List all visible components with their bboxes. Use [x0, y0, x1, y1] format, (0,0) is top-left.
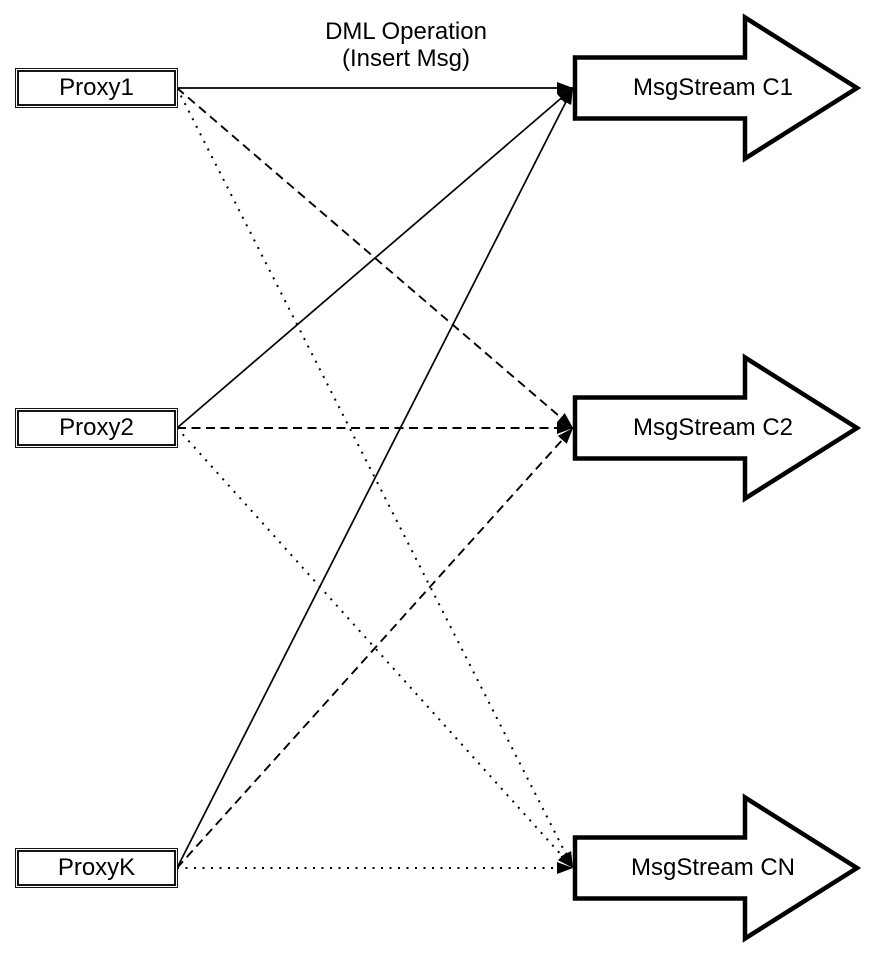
node-msgstream-c2-arrow-shape: [572, 353, 862, 503]
node-proxy2-inner-border: Proxy2: [17, 410, 176, 446]
edge-proxy2-to-cn: [176, 427, 574, 869]
node-proxyk-inner-border: ProxyK: [17, 850, 176, 886]
edge-proxy2-to-c1: [176, 87, 574, 429]
edge-annotation-dml-operation: DML Operation (Insert Msg): [256, 18, 556, 72]
node-proxy2-label: Proxy2: [59, 414, 134, 441]
node-msgstream-c1-arrow-shape: [572, 13, 862, 163]
node-msgstream-c1-label: MsgStream C1: [632, 74, 794, 101]
node-msgstream-c2-label: MsgStream C2: [632, 414, 794, 441]
annotation-line2: (Insert Msg): [341, 45, 470, 72]
node-proxy1-label: Proxy1: [59, 74, 134, 101]
node-msgstream-cn-arrow-shape: [572, 793, 862, 943]
node-proxy2: Proxy2: [15, 408, 178, 448]
node-msgstream-cn-label: MsgStream CN: [630, 854, 796, 881]
edge-proxy1-to-cn: [176, 87, 574, 869]
node-proxyk-label: ProxyK: [57, 854, 136, 881]
edge-proxyk-to-c1: [176, 87, 574, 869]
node-proxy1-inner-border: Proxy1: [17, 70, 176, 106]
annotation-line1: DML Operation: [325, 18, 487, 45]
edge-proxyk-to-c2: [176, 427, 574, 869]
node-proxy1: Proxy1: [15, 68, 178, 108]
node-proxyk: ProxyK: [15, 848, 178, 888]
